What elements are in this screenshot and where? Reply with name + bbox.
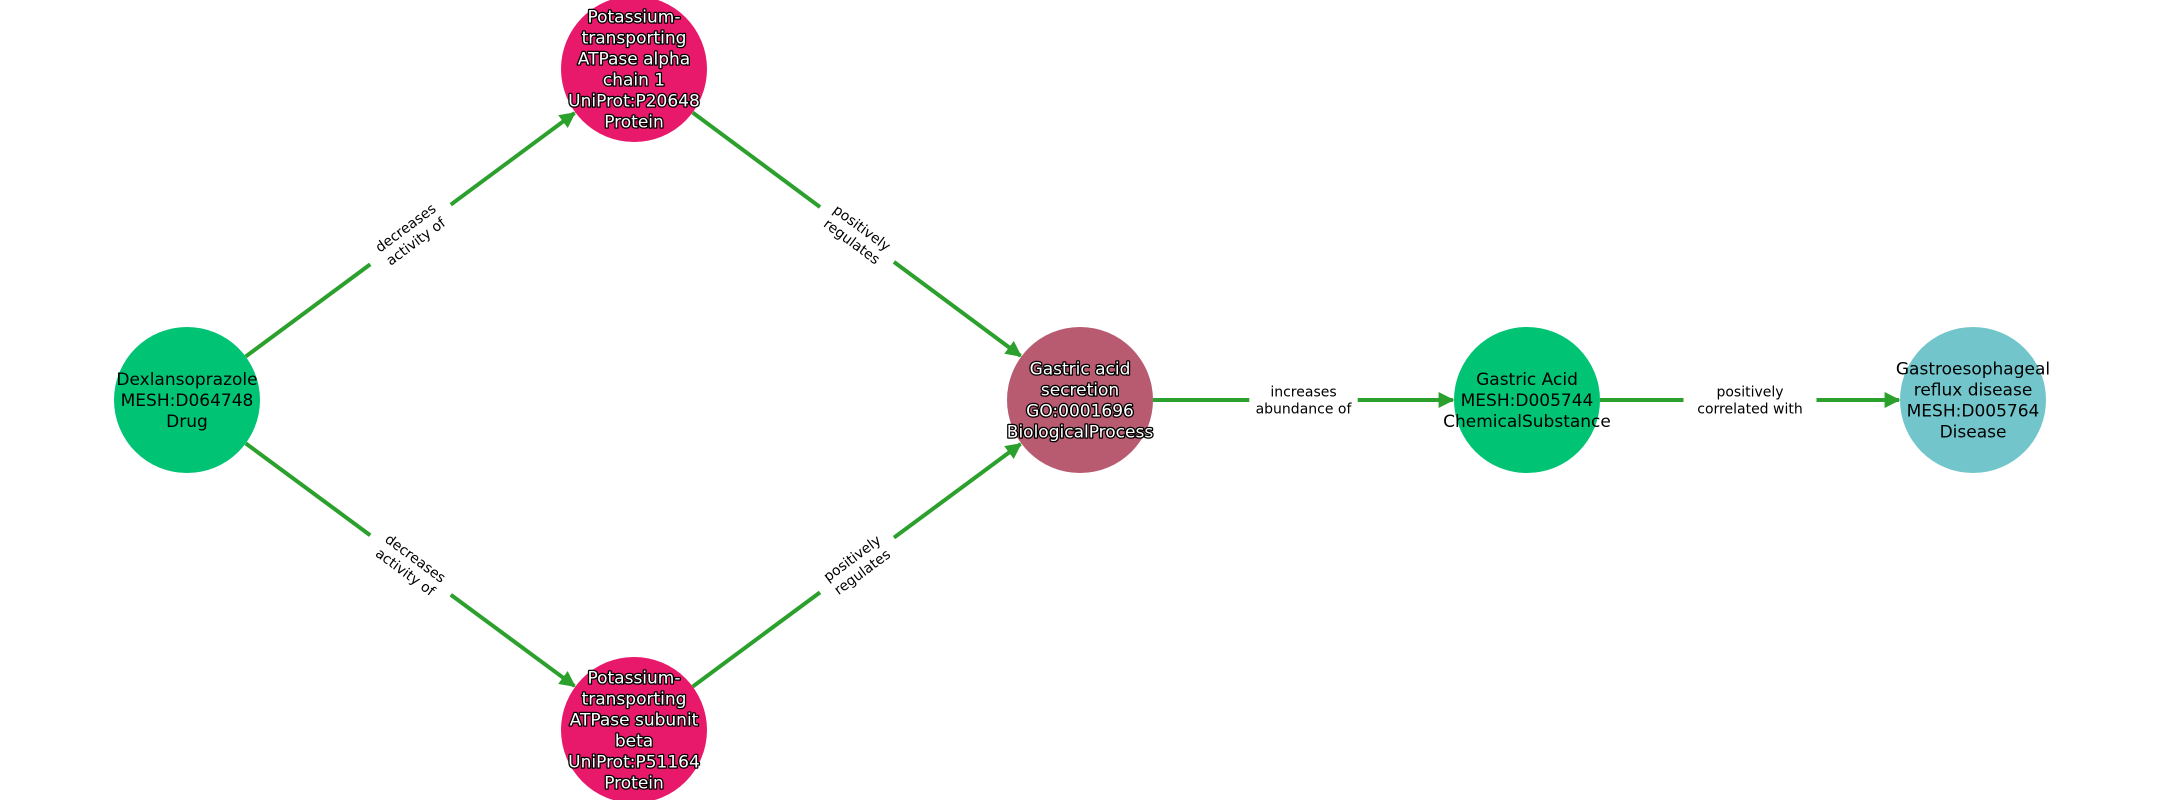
- node-label-line: Protein: [604, 113, 664, 133]
- node-label-line: transporting: [582, 29, 687, 49]
- node-label-line: Gastric acid: [1030, 360, 1131, 380]
- node-label-line: Protein: [604, 774, 664, 794]
- edge-label-text: correlated with: [1697, 402, 1802, 418]
- node-label-line: MESH:D064748: [121, 391, 254, 411]
- node-label-line: transporting: [582, 690, 687, 710]
- node-label-line: MESH:D005764: [1907, 402, 2040, 422]
- node-label-line: Gastric Acid: [1476, 370, 1578, 390]
- edge-label-background: [1683, 380, 1817, 420]
- node-label-line: ChemicalSubstance: [1443, 412, 1611, 432]
- node-circle[interactable]: [1900, 327, 2046, 473]
- node-label-line: Potassium-: [587, 669, 680, 689]
- nodes-layer: DexlansoprazoleMESH:D064748DrugPotassium…: [114, 0, 2050, 800]
- node-label-line: BiologicalProcess: [1007, 423, 1154, 443]
- node-label-line: beta: [615, 732, 653, 752]
- node-label-line: ATPase alpha: [578, 50, 690, 70]
- node-label-line: MESH:D005744: [1461, 391, 1594, 411]
- node-acid[interactable]: Gastric AcidMESH:D005744ChemicalSubstanc…: [1443, 327, 1611, 473]
- node-label-line: UniProt:P20648: [568, 92, 700, 112]
- edge-label-text: increases: [1270, 385, 1336, 401]
- edge-label-text: positively: [1716, 385, 1783, 401]
- node-circle[interactable]: [114, 327, 260, 473]
- edge-label-background: [358, 188, 463, 281]
- node-circle[interactable]: [1007, 327, 1153, 473]
- edge-label-text: abundance of: [1256, 402, 1353, 418]
- edge-label-background: [1249, 380, 1358, 420]
- node-circle[interactable]: [1454, 327, 1600, 473]
- node-label-line: secretion: [1041, 381, 1119, 401]
- node-label-line: Drug: [166, 412, 208, 432]
- node-label-line: chain 1: [603, 71, 665, 91]
- node-circle[interactable]: [561, 657, 707, 800]
- node-label-line: Disease: [1940, 423, 2007, 443]
- node-label-line: Potassium-: [587, 8, 680, 28]
- edge-label-background: [808, 521, 906, 609]
- edge-label-background: [358, 519, 463, 611]
- edge-label-background: [808, 191, 906, 278]
- node-circle[interactable]: [561, 0, 707, 142]
- node-label-line: Dexlansoprazole: [116, 370, 257, 390]
- node-label-line: UniProt:P51164: [568, 753, 700, 773]
- node-label-line: Gastroesophageal: [1896, 360, 2050, 380]
- node-label-line: reflux disease: [1914, 381, 2033, 401]
- node-secretion[interactable]: Gastric acidsecretionGO:0001696Biologica…: [1005, 327, 1155, 473]
- node-label-line: GO:0001696: [1026, 402, 1134, 422]
- node-label-line: ATPase subunit: [570, 711, 699, 731]
